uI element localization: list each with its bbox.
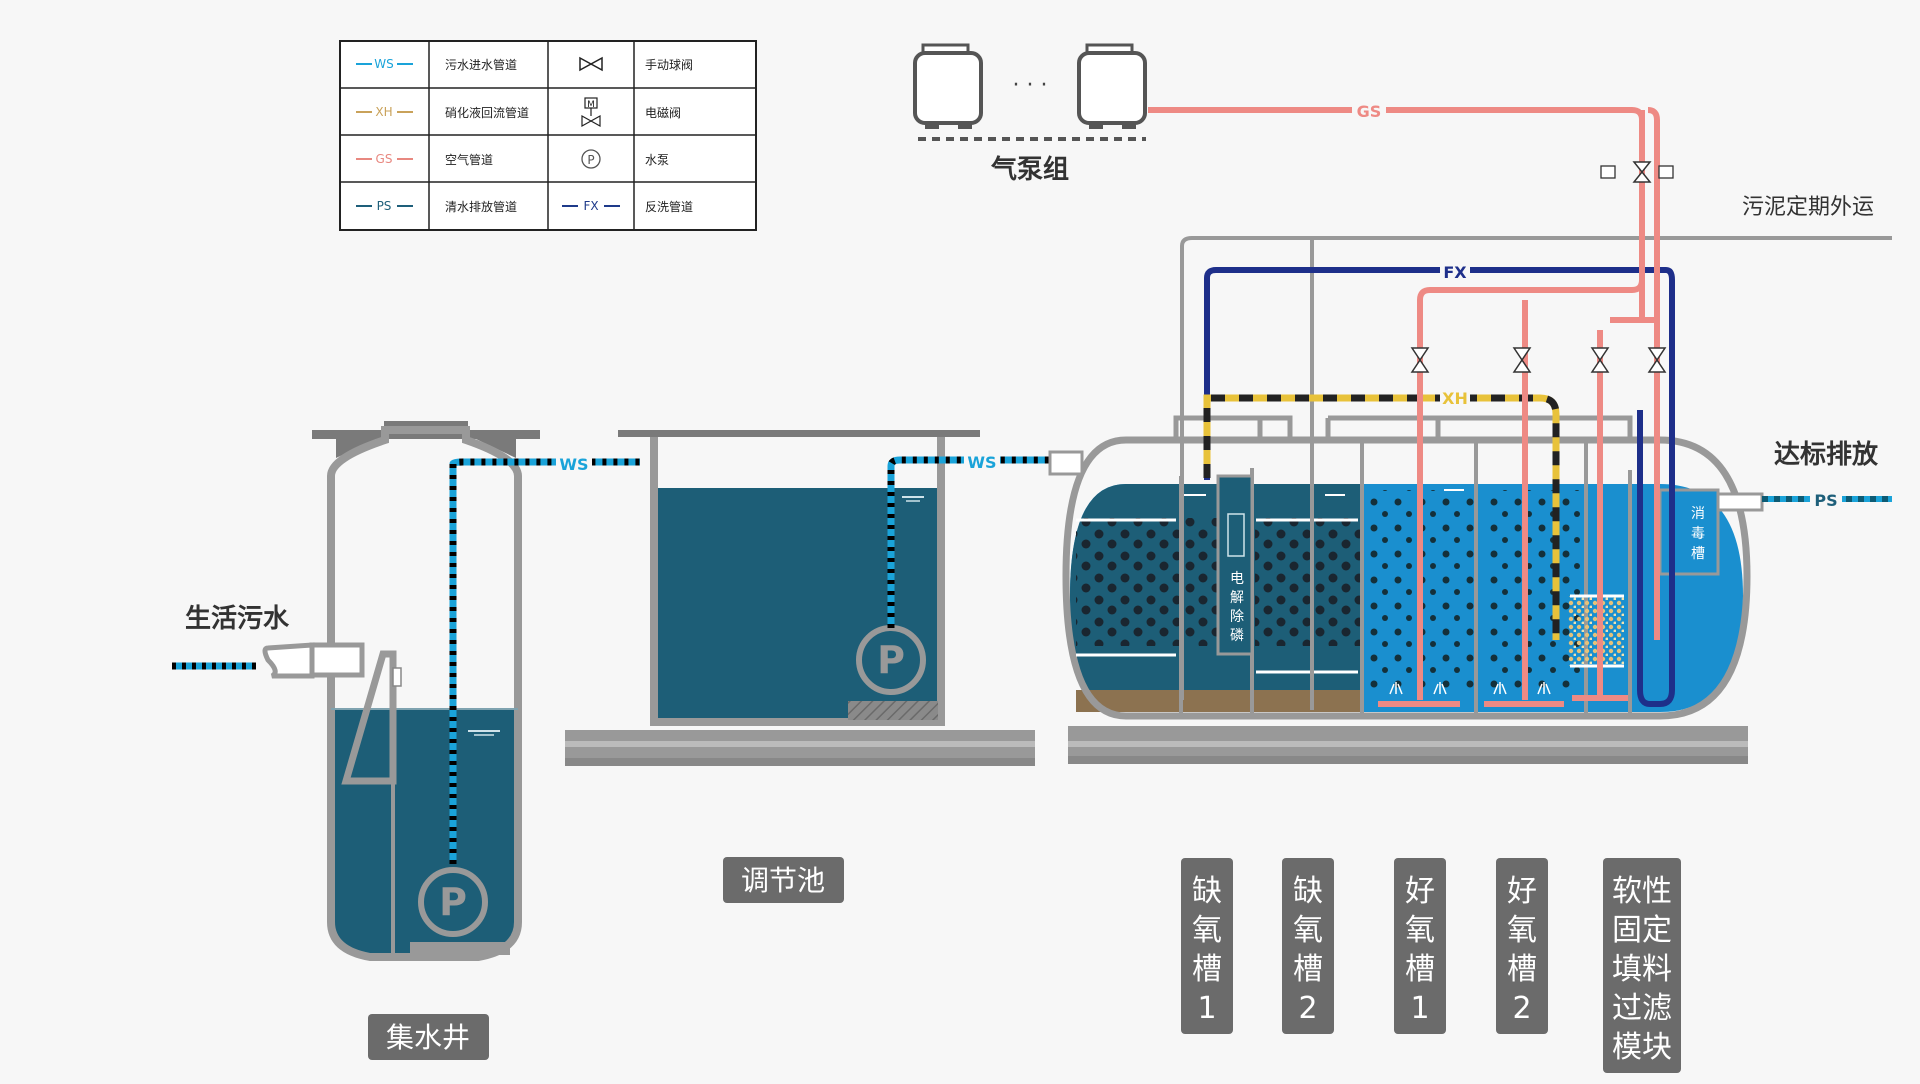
air-pump-group-label: 气泵组: [990, 154, 1069, 185]
legend-xh-name: 硝化液回流管道: [445, 105, 529, 120]
legend-manual-valve-name: 手动球阀: [645, 58, 693, 72]
air-pump-1: [913, 43, 983, 129]
tank-label-text: 1: [1197, 991, 1216, 1026]
tank-label-text: 软性: [1612, 874, 1672, 909]
fx-tag: FX: [1443, 263, 1467, 282]
legend-xh-code: XH: [375, 105, 392, 119]
tank-label-text: 模块: [1612, 1030, 1672, 1065]
legend-ws-code: WS: [374, 57, 393, 71]
regulating-pump-letter: P: [877, 638, 905, 682]
regulating-pool-label: 调节池: [741, 864, 825, 897]
legend-pump-letter: P: [587, 153, 594, 167]
tank-label-text: 固定: [1612, 913, 1672, 948]
manual-valve-1: [1410, 347, 1430, 373]
tank-label-text: 填料: [1612, 952, 1672, 987]
legend-ps-name: 清水排放管道: [445, 199, 517, 214]
collection-well-label-box: 集水井: [368, 1014, 489, 1060]
tank-label-aerobic-2: 好氧槽 2: [1496, 858, 1548, 1034]
air-pump-2: [1077, 43, 1147, 129]
tank-label-anoxic-2: 缺氧槽 2: [1282, 858, 1334, 1034]
solenoid-valve-left: [1600, 161, 1652, 183]
tank-label-text: 氧: [1405, 913, 1435, 948]
discharge-label: 达标排放: [1774, 439, 1879, 470]
tank-label-text: 槽: [1507, 952, 1537, 987]
solenoid-letter: M: [587, 100, 595, 110]
solenoid-valve-icon: M: [581, 97, 601, 128]
manual-ball-valve-icon: [579, 56, 603, 72]
legend-fx: FX: [562, 199, 620, 213]
electro-char-1: 电: [1230, 571, 1244, 587]
tank-label-text: 好: [1507, 874, 1537, 909]
regulating-pool: P: [618, 430, 980, 726]
collection-well-label: 集水井: [386, 1021, 470, 1054]
legend-fx-name: 反洗管道: [645, 199, 693, 214]
domestic-sewage-label: 生活污水: [185, 604, 290, 634]
legend-gs-code: GS: [376, 152, 393, 166]
pump-ellipsis: · · ·: [1013, 73, 1048, 98]
tank-label-text: 1: [1410, 991, 1429, 1026]
manual-valve-3: [1590, 347, 1610, 373]
collection-pump-letter: P: [439, 880, 467, 924]
manual-valve-4: [1647, 347, 1667, 373]
water-pump-icon: P: [581, 149, 601, 169]
aeration-diffuser-2: [1484, 682, 1564, 707]
legend-ps: PS: [356, 199, 413, 213]
tank-label-anoxic-1: 缺氧槽 1: [1181, 858, 1233, 1034]
regulating-pool-label-box: 调节池: [723, 857, 844, 903]
xh-tag: XH: [1442, 389, 1468, 408]
electro-char-2: 解: [1230, 590, 1244, 606]
manual-valve-2: [1512, 347, 1532, 373]
disinfection-tank: 消 毒 槽: [1658, 488, 1720, 576]
legend-ws-name: 污水进水管道: [445, 57, 517, 72]
tank-label-text: 缺: [1192, 874, 1222, 909]
disinfect-char-2: 毒: [1691, 526, 1705, 542]
tank-label-text: 氧: [1293, 913, 1323, 948]
collection-well-pump-icon: P: [418, 867, 488, 937]
tank-label-text: 过滤: [1612, 991, 1672, 1026]
ws-tag-2: WS: [967, 453, 996, 472]
aeration-diffuser-1: [1378, 682, 1460, 707]
legend-gs: GS: [356, 152, 413, 166]
tank-label-text: 槽: [1293, 952, 1323, 987]
tank-label-text: 2: [1298, 991, 1317, 1026]
ps-tag: PS: [1814, 491, 1837, 510]
sludge-label: 污泥定期外运: [1742, 195, 1874, 220]
collection-well: P: [262, 421, 540, 961]
electro-char-4: 磷: [1230, 628, 1244, 644]
tank-label-text: 槽: [1192, 952, 1222, 987]
legend-fx-code: FX: [583, 199, 598, 213]
integrated-treatment-tank: 电 解 除 磷 消 毒 槽: [1048, 415, 1764, 720]
air-pump-group: · · · 气泵组: [913, 43, 1147, 185]
legend: WS 污水进水管道 手动球阀 XH 硝化液回流管道 M 电磁阀 GS 空气管道: [339, 40, 757, 231]
disinfect-char-1: 消: [1691, 506, 1705, 522]
electro-phosphorus-module: 电 解 除 磷: [1216, 474, 1254, 656]
tank-label-text: 好: [1405, 874, 1435, 909]
legend-gs-name: 空气管道: [445, 152, 493, 167]
legend-xh: XH: [356, 105, 413, 119]
legend-ps-code: PS: [377, 199, 392, 213]
tank-label-text: 氧: [1507, 913, 1537, 948]
legend-solenoid-name: 电磁阀: [645, 105, 681, 120]
electro-char-3: 除: [1230, 609, 1244, 625]
gs-tag: GS: [1357, 102, 1382, 121]
tank-label-text: 2: [1512, 991, 1531, 1026]
tank-label-text: 缺: [1293, 874, 1323, 909]
disinfect-char-3: 槽: [1691, 546, 1705, 562]
tank-label-text: 槽: [1405, 952, 1435, 987]
tank-label-text: 氧: [1192, 913, 1222, 948]
legend-pump-name: 水泵: [645, 153, 669, 167]
solenoid-valve-right: [1658, 165, 1674, 179]
ws-tag-1: WS: [559, 455, 588, 474]
tank-label-aerobic-1: 好氧槽 1: [1394, 858, 1446, 1034]
legend-ws: WS: [356, 57, 413, 71]
